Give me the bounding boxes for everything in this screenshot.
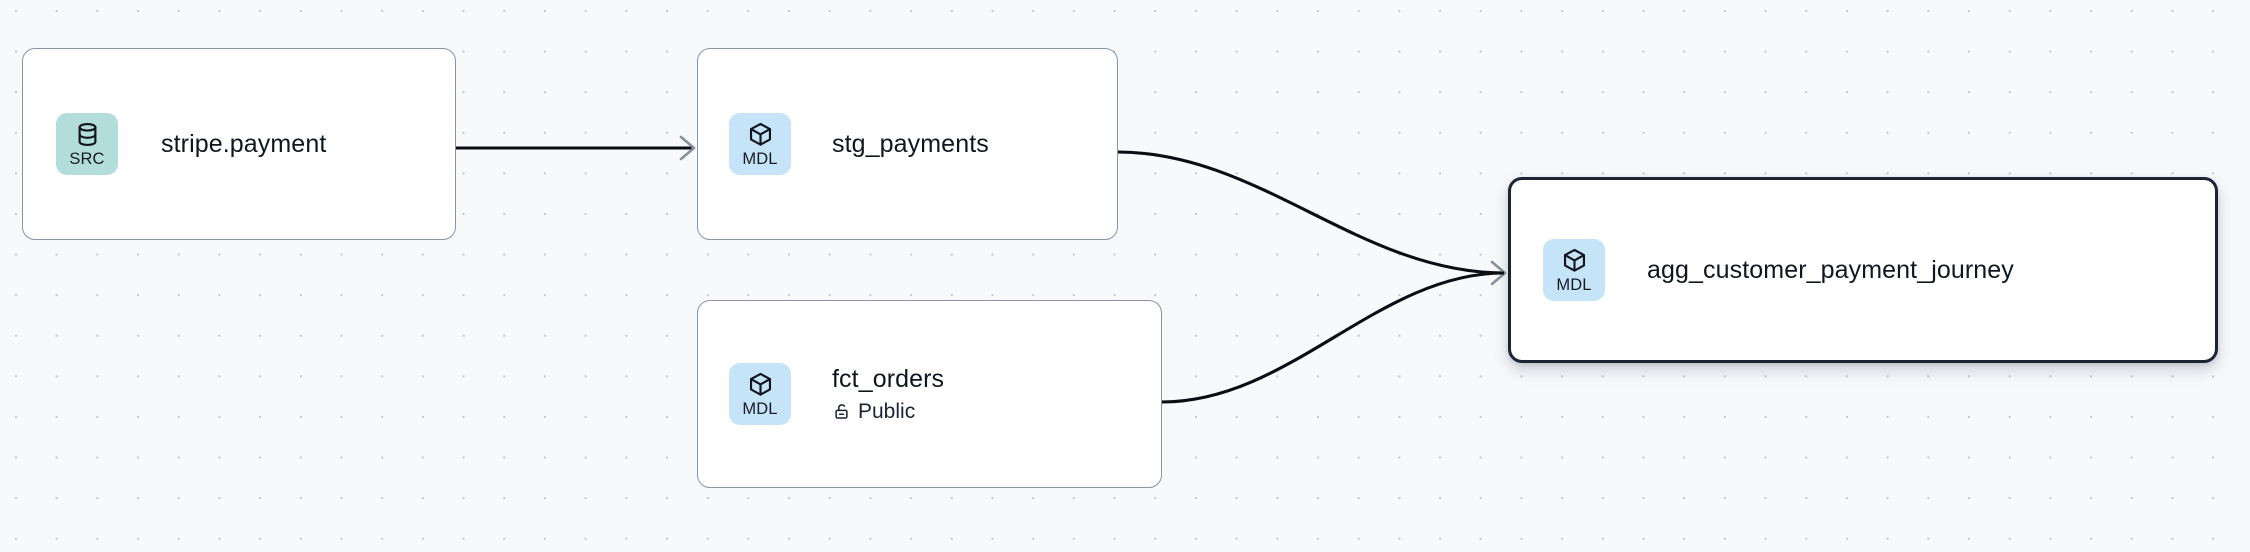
node-label-block: fct_orders Public	[832, 365, 944, 424]
node-mdl-agg-customer-payment-journey[interactable]: MDL agg_customer_payment_journey	[1508, 177, 2218, 363]
badge-mdl: MDL	[1543, 239, 1605, 301]
badge-label: MDL	[1556, 275, 1592, 294]
node-label-block: agg_customer_payment_journey	[1647, 256, 2014, 285]
badge-mdl: MDL	[729, 113, 791, 175]
visibility-label: Public	[858, 400, 916, 424]
cube-icon	[747, 371, 774, 398]
unlock-icon	[832, 402, 851, 421]
cube-icon	[747, 121, 774, 148]
node-visibility: Public	[832, 400, 944, 423]
badge-label: MDL	[742, 149, 778, 168]
arrowhead-icon	[679, 135, 696, 161]
edge-fct-to-agg	[1161, 271, 1505, 404]
node-title: fct_orders	[832, 364, 945, 393]
badge-label: SRC	[69, 149, 105, 168]
arrowhead-icon	[1490, 260, 1507, 286]
badge-src: SRC	[56, 113, 118, 175]
database-icon	[74, 121, 101, 148]
node-title: stripe.payment	[161, 129, 327, 158]
node-title: stg_payments	[832, 129, 989, 158]
badge-label: MDL	[742, 399, 778, 418]
edge-stripe-to-stg	[456, 135, 696, 161]
cube-icon	[1561, 247, 1588, 274]
node-src-stripe-payment[interactable]: SRC stripe.payment	[22, 48, 456, 240]
node-label-block: stripe.payment	[161, 130, 326, 159]
badge-mdl: MDL	[729, 363, 791, 425]
node-title: agg_customer_payment_journey	[1647, 255, 2014, 284]
node-mdl-stg-payments[interactable]: MDL stg_payments	[697, 48, 1118, 240]
edge-stg-to-agg	[1117, 150, 1507, 286]
node-label-block: stg_payments	[832, 130, 989, 159]
node-mdl-fct-orders[interactable]: MDL fct_orders Public	[697, 300, 1162, 488]
